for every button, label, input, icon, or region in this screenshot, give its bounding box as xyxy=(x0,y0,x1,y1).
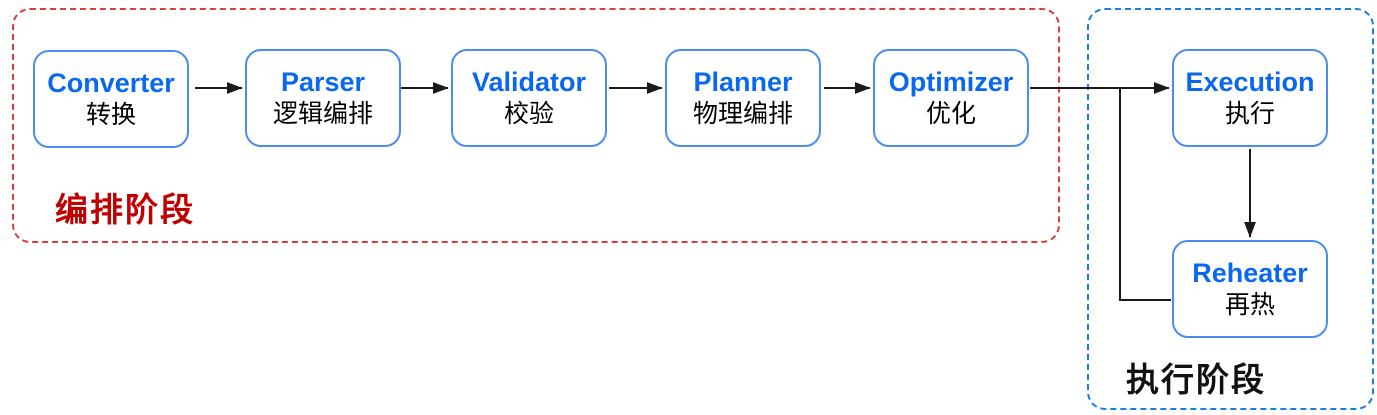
node-execution: Execution 执行 xyxy=(1172,49,1328,147)
orchestration-stage-frame xyxy=(12,8,1060,243)
node-reheater-title: Reheater xyxy=(1192,257,1308,288)
node-validator: Validator 校验 xyxy=(451,49,607,147)
node-optimizer: Optimizer 优化 xyxy=(873,49,1029,147)
node-parser-subtitle: 逻辑编排 xyxy=(272,99,373,129)
node-execution-subtitle: 执行 xyxy=(1224,99,1275,129)
node-optimizer-subtitle: 优化 xyxy=(925,99,976,129)
node-parser-title: Parser xyxy=(280,66,366,97)
node-planner-subtitle: 物理编排 xyxy=(692,99,793,129)
execution-stage-label: 执行阶段 xyxy=(1126,361,1266,398)
node-execution-title: Execution xyxy=(1185,66,1315,97)
node-converter-title: Converter xyxy=(47,67,175,98)
node-validator-title: Validator xyxy=(471,66,587,97)
node-optimizer-title: Optimizer xyxy=(888,66,1014,97)
execution-stage-frame xyxy=(1087,8,1374,410)
orchestration-stage-label: 编排阶段 xyxy=(55,191,195,228)
node-validator-subtitle: 校验 xyxy=(503,99,554,129)
node-parser: Parser 逻辑编排 xyxy=(245,49,401,147)
node-converter-subtitle: 转换 xyxy=(85,100,136,130)
node-converter: Converter 转换 xyxy=(33,50,189,148)
node-reheater: Reheater 再热 xyxy=(1172,240,1328,338)
node-planner-title: Planner xyxy=(693,66,793,97)
node-planner: Planner 物理编排 xyxy=(665,49,821,147)
node-reheater-subtitle: 再热 xyxy=(1224,290,1275,320)
